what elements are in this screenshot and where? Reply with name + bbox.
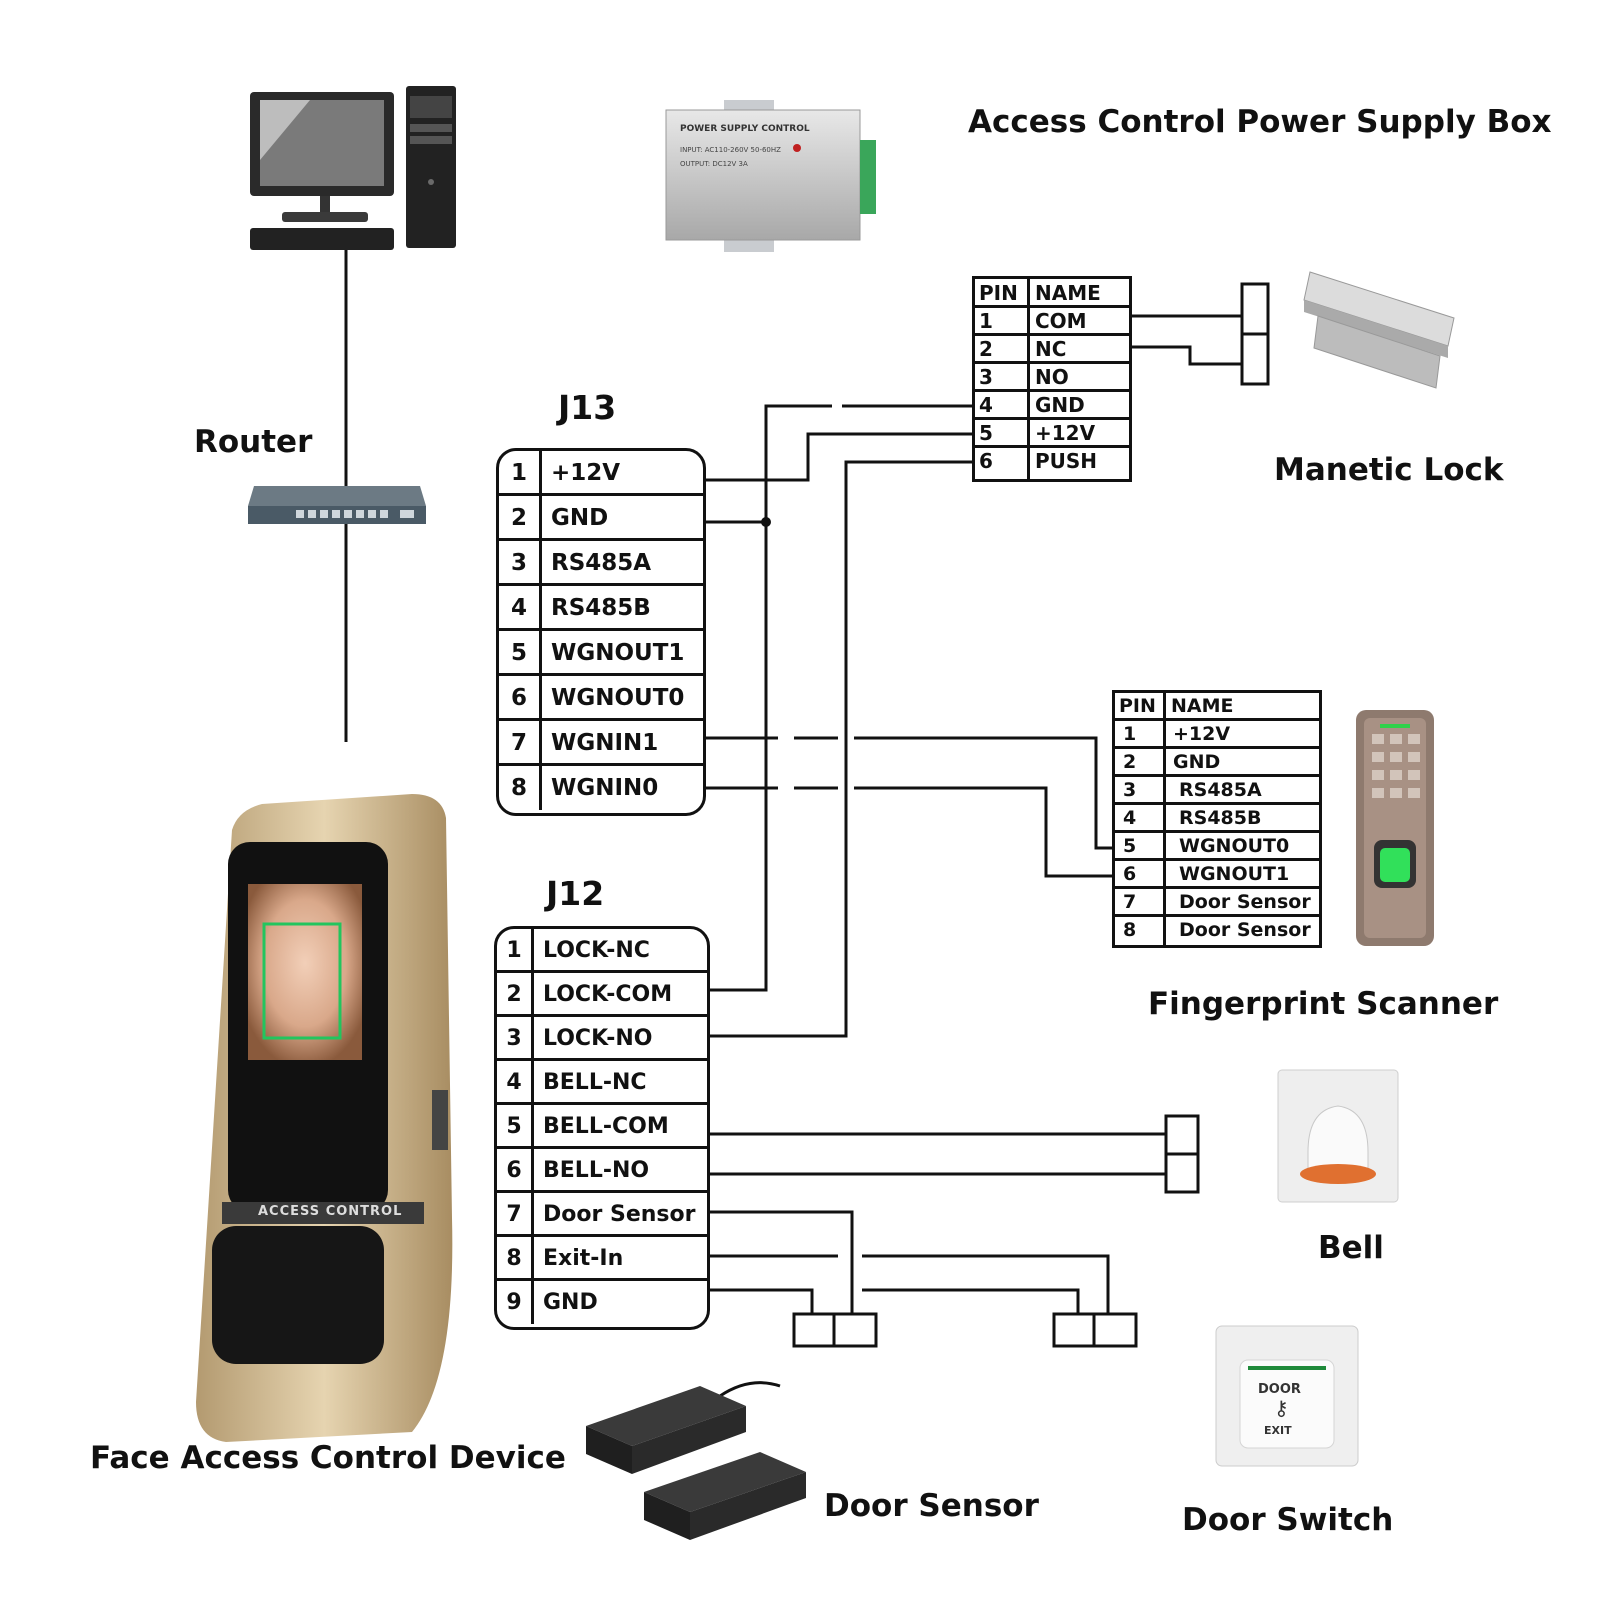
door-sensor-terminal xyxy=(792,1312,878,1348)
door-switch-terminal xyxy=(1052,1312,1138,1348)
door-switch-icon xyxy=(1215,1325,1359,1467)
door-switch-top-text: DOOR xyxy=(1258,1382,1301,1397)
label-router: Router xyxy=(194,424,313,460)
psu-box-input: INPUT: AC110-260V 50-60HZ xyxy=(680,146,781,154)
label-magnetic-lock: Manetic Lock xyxy=(1274,452,1504,488)
table-divider xyxy=(1163,693,1166,945)
face-device-strip-text: ACCESS CONTROL xyxy=(258,1204,403,1219)
face-access-device-icon xyxy=(196,794,453,1442)
wire-crossings xyxy=(778,402,862,1294)
magnetic-lock-icon xyxy=(1303,271,1455,389)
table-divider xyxy=(1027,279,1030,479)
j13-pin: 1+12V xyxy=(499,451,703,496)
fingerprint-scanner-icon xyxy=(1356,710,1434,946)
door-switch-bottom-text: EXIT xyxy=(1264,1424,1292,1437)
junction-dot xyxy=(761,517,771,527)
table-row: 5+12V xyxy=(975,420,1129,448)
j13-title: J13 xyxy=(558,388,617,427)
power-supply-box-icon xyxy=(665,100,876,252)
table-row: 1+12V xyxy=(1115,721,1319,749)
wire-restore xyxy=(764,720,854,1300)
label-face-device: Face Access Control Device xyxy=(90,1440,566,1476)
key-icon: ⚷ xyxy=(1274,1396,1289,1420)
computer-icon xyxy=(250,86,456,250)
label-door-sensor: Door Sensor xyxy=(824,1488,1039,1524)
j12-title: J12 xyxy=(546,874,605,913)
door-sensor-icon xyxy=(586,1381,806,1540)
label-fingerprint: Fingerprint Scanner xyxy=(1148,986,1499,1022)
label-bell: Bell xyxy=(1318,1230,1384,1266)
router-icon xyxy=(248,486,426,524)
label-door-switch: Door Switch xyxy=(1182,1502,1394,1538)
bell-icon xyxy=(1277,1069,1399,1203)
psu-box-title: POWER SUPPLY CONTROL xyxy=(680,124,810,134)
bell-terminal xyxy=(1164,1114,1200,1194)
label-power-supply: Access Control Power Supply Box xyxy=(968,104,1552,140)
maglock-terminal xyxy=(1240,282,1270,386)
psu-box-output: OUTPUT: DC12V 3A xyxy=(680,160,748,168)
